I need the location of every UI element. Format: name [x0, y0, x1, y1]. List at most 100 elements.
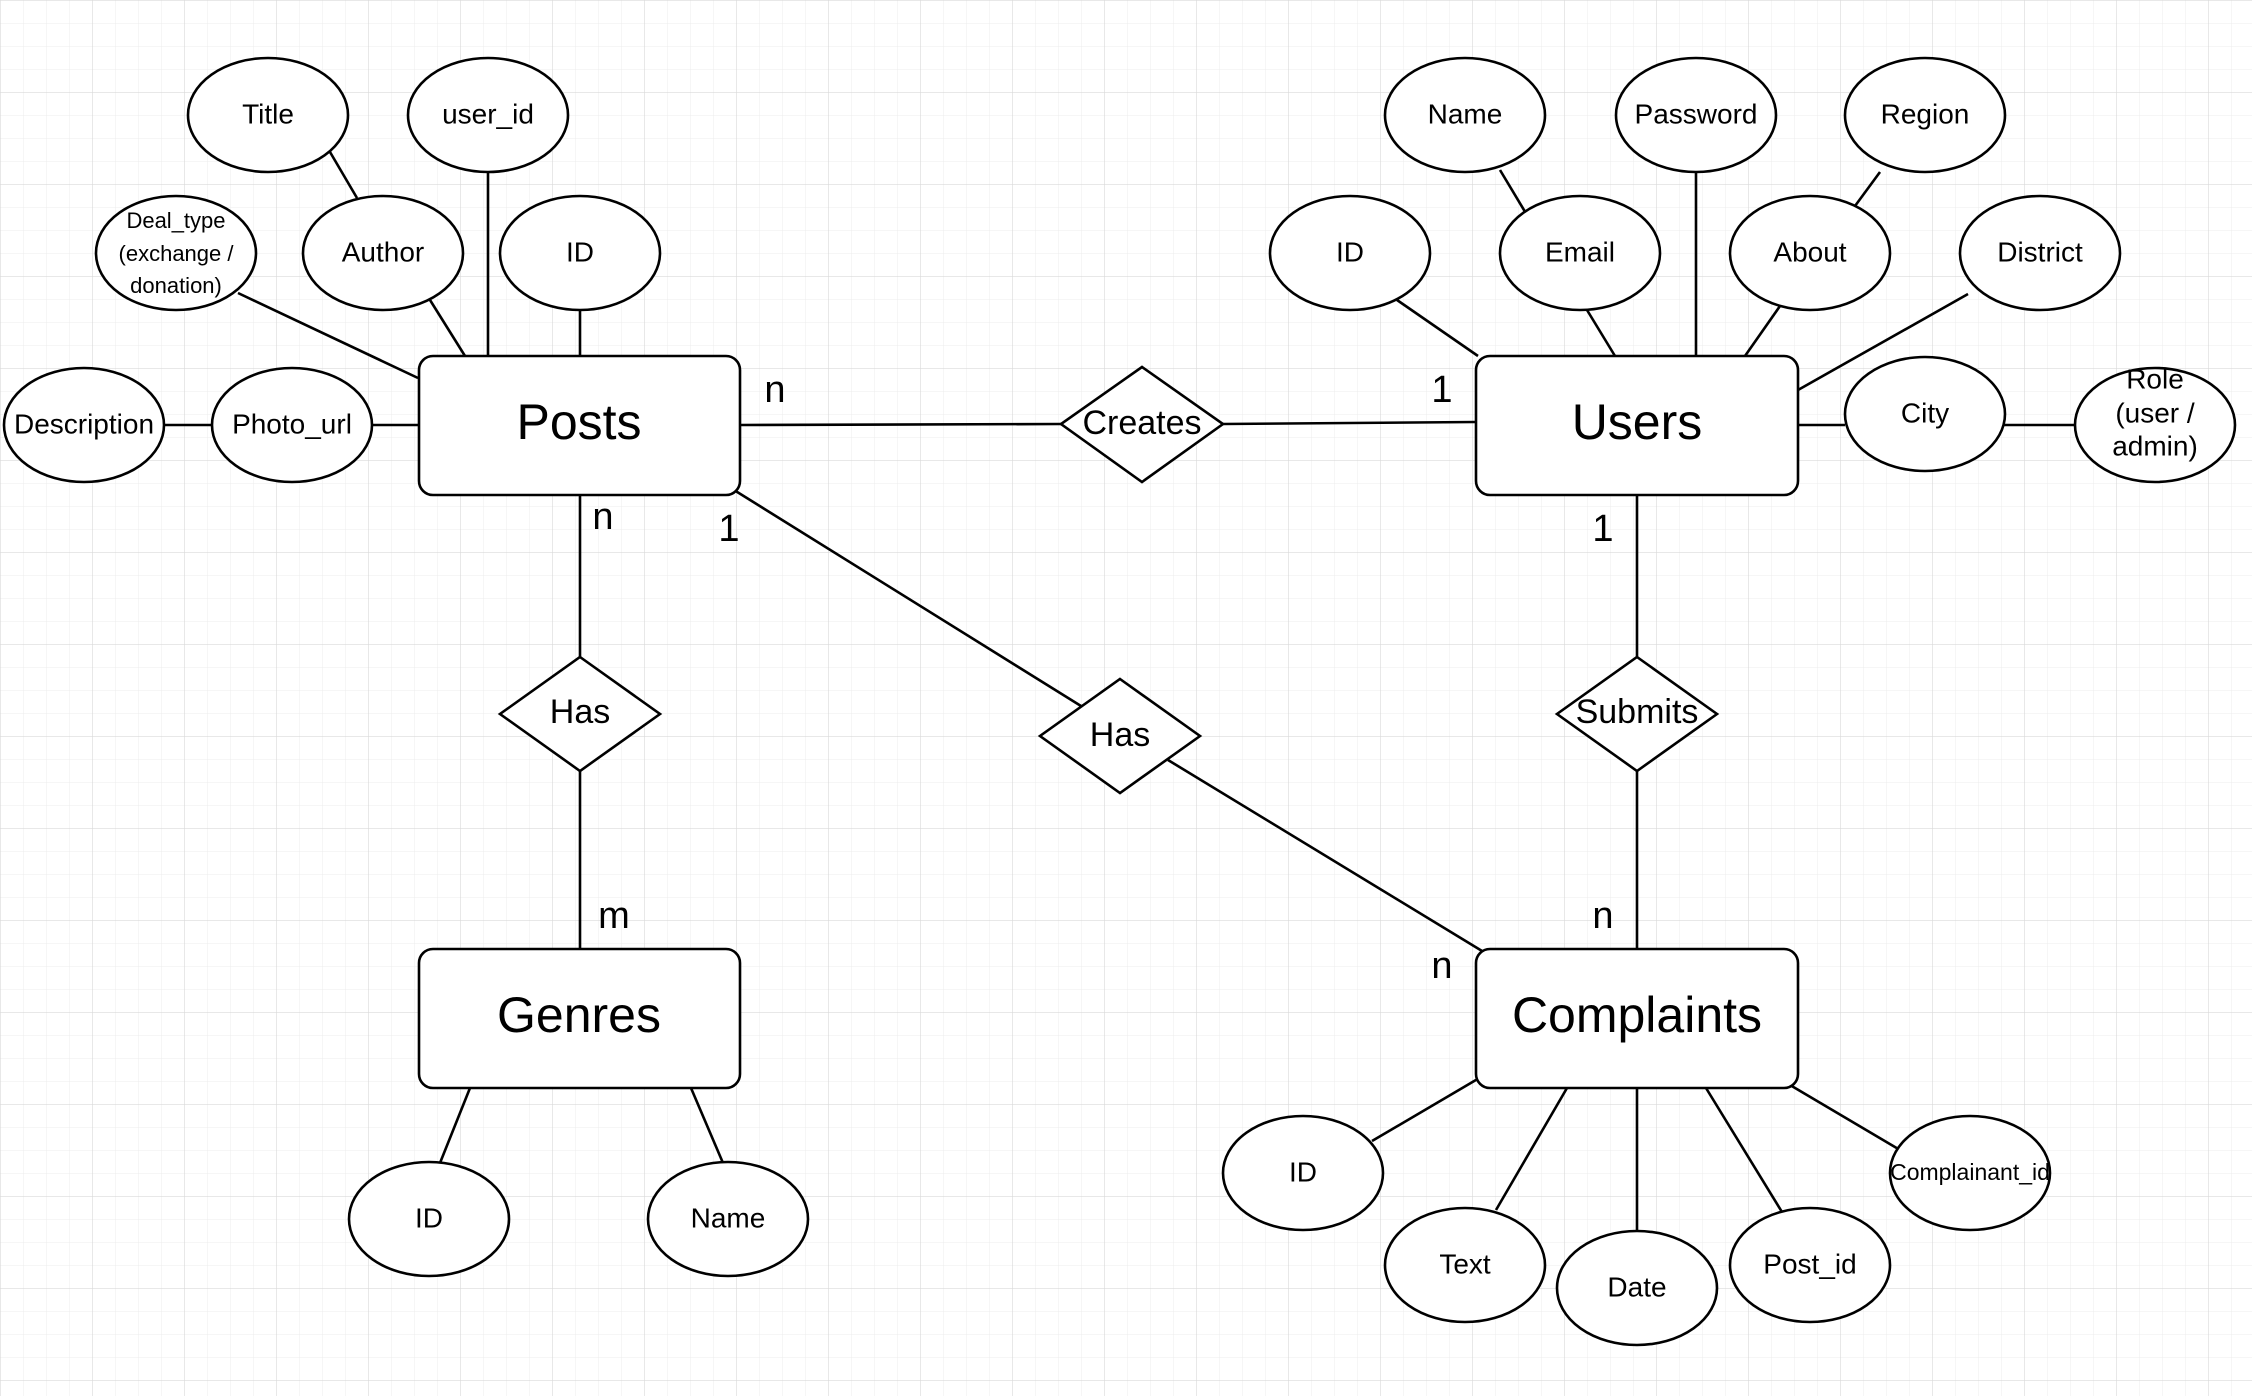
attr-users-email-label: Email: [1545, 236, 1615, 267]
attr-posts-dealtype-ellipse: [94, 194, 258, 312]
relationship-has-genres[interactable]: Has: [497, 655, 663, 773]
attr-complaints-id-ellipse: [1221, 1114, 1385, 1232]
entity-genres-box: [417, 947, 742, 1090]
attr-genres-id-label: ID: [415, 1202, 443, 1233]
entity-complaints[interactable]: Complaints: [1474, 947, 1800, 1090]
attr-complaints-text[interactable]: Text: [1383, 1206, 1547, 1324]
attr-users-region-ellipse: [1843, 56, 2007, 174]
cardinality-genres-has-posts: m: [598, 895, 630, 937]
attr-posts-photourl-ellipse: [210, 366, 374, 484]
relationship-has-genres-diamond: [497, 655, 663, 773]
edge-dealtype-posts: [237, 291, 419, 380]
attr-users-city-label: City: [1901, 397, 1949, 428]
attr-genres-name[interactable]: Name: [646, 1160, 810, 1278]
attr-posts-author-ellipse: [301, 194, 465, 312]
attr-posts-description[interactable]: Description: [2, 366, 166, 484]
edge-genres-name: [689, 1087, 725, 1164]
relationship-has-complaints-label: Has: [1090, 716, 1150, 754]
attr-posts-title[interactable]: Title: [186, 56, 350, 174]
edge-has-complaints: [1167, 758, 1488, 956]
edge-complaints-complainant: [1789, 1083, 1901, 1152]
attr-complaints-date-ellipse: [1555, 1229, 1719, 1347]
attr-users-about[interactable]: About: [1728, 194, 1892, 312]
attr-users-role-line1: Role: [2126, 363, 2184, 394]
attr-posts-photourl-label: Photo_url: [232, 408, 352, 439]
attr-users-role-line3: admin): [2112, 430, 2198, 461]
attr-posts-dealtype-line1: Deal_type: [126, 208, 225, 233]
attr-posts-description-label: Description: [14, 408, 154, 439]
attr-complaints-date[interactable]: Date: [1555, 1229, 1719, 1347]
edge-posts-has-complaints: [733, 488, 1082, 708]
attr-posts-id-ellipse: [498, 194, 662, 312]
edge-complaints-id: [1371, 1075, 1482, 1143]
attr-posts-id-label: ID: [566, 236, 594, 267]
attr-users-region[interactable]: Region: [1843, 56, 2007, 174]
attr-users-about-label: About: [1773, 236, 1846, 267]
cardinality-labels: n 1 n m 1 n 1 n: [592, 369, 1613, 987]
attr-complaints-text-ellipse: [1383, 1206, 1547, 1324]
attr-posts-author[interactable]: Author: [301, 194, 465, 312]
attr-users-role[interactable]: Role (user / admin): [2073, 363, 2237, 484]
relationship-has-genres-label: Has: [550, 693, 610, 731]
entity-genres-label: Genres: [497, 987, 661, 1043]
attr-users-email-ellipse: [1498, 194, 1662, 312]
relationship-has-complaints[interactable]: Has: [1037, 677, 1203, 795]
entity-users-label: Users: [1572, 394, 1703, 450]
cardinality-complaints-has-posts: n: [1431, 945, 1452, 987]
attr-users-district[interactable]: District: [1958, 194, 2122, 312]
attr-genres-id[interactable]: ID: [347, 1160, 511, 1278]
attr-users-name[interactable]: Name: [1383, 56, 1547, 174]
edge-region-about: [1853, 171, 1882, 207]
attr-posts-id[interactable]: ID: [498, 194, 662, 312]
relationship-creates-label: Creates: [1082, 404, 1201, 442]
attr-users-name-label: Name: [1428, 98, 1503, 129]
attr-posts-photourl[interactable]: Photo_url: [210, 366, 374, 484]
cardinality-posts-has-genres: n: [592, 496, 613, 538]
attr-posts-title-ellipse: [186, 56, 350, 174]
attr-complaints-postid-ellipse: [1728, 1206, 1892, 1324]
cardinality-users-submits: 1: [1592, 508, 1613, 550]
relationship-creates[interactable]: Creates: [1058, 365, 1226, 484]
entity-posts[interactable]: Posts: [417, 354, 742, 497]
edge-creates-users: [1222, 420, 1477, 426]
relationship-submits-label: Submits: [1576, 693, 1699, 731]
relationship-submits[interactable]: Submits: [1554, 655, 1720, 773]
attr-complaints-postid[interactable]: Post_id: [1728, 1206, 1892, 1324]
attr-genres-id-ellipse: [347, 1160, 511, 1278]
attr-users-password[interactable]: Password: [1614, 56, 1778, 174]
attr-users-city[interactable]: City: [1843, 355, 2007, 473]
attr-posts-dealtype[interactable]: Deal_type (exchange / donation): [94, 194, 258, 312]
attr-posts-dealtype-line3: donation): [130, 273, 222, 298]
cardinality-users-creates: 1: [1431, 369, 1452, 411]
attr-genres-name-ellipse: [646, 1160, 810, 1278]
attr-posts-userid[interactable]: user_id: [406, 56, 570, 174]
attr-posts-userid-label: user_id: [442, 98, 534, 129]
cardinality-complaints-submits: n: [1592, 895, 1613, 937]
attr-complaints-postid-label: Post_id: [1763, 1248, 1856, 1279]
attr-users-id[interactable]: ID: [1268, 194, 1432, 312]
edge-name-email: [1498, 169, 1529, 216]
attr-posts-author-label: Author: [342, 236, 425, 267]
edge-posts-creates: [739, 422, 1062, 427]
attr-users-email[interactable]: Email: [1498, 194, 1662, 312]
edge-complaints-postid: [1704, 1087, 1784, 1213]
attr-posts-description-ellipse: [2, 366, 166, 484]
attr-users-password-ellipse: [1614, 56, 1778, 174]
relationship-has-complaints-diamond: [1037, 677, 1203, 795]
attr-users-role-ellipse: [2073, 366, 2237, 484]
attr-complaints-id[interactable]: ID: [1221, 1114, 1385, 1232]
attr-genres-name-label: Name: [691, 1202, 766, 1233]
attr-posts-title-label: Title: [242, 98, 294, 129]
attr-complaints-date-label: Date: [1607, 1271, 1666, 1302]
attr-users-role-line2: (user /: [2115, 397, 2195, 428]
cardinality-posts-creates: n: [764, 369, 785, 411]
attr-users-district-ellipse: [1958, 194, 2122, 312]
edge-district-users: [1797, 292, 1969, 392]
attr-users-region-label: Region: [1881, 98, 1970, 129]
cardinality-posts-has-complaints: 1: [718, 508, 739, 550]
entity-users[interactable]: Users: [1474, 354, 1800, 497]
edge-author-posts: [428, 299, 467, 357]
entity-genres[interactable]: Genres: [417, 947, 742, 1090]
attr-complaints-complainantid[interactable]: Complainant_id: [1888, 1114, 2052, 1232]
attr-users-city-ellipse: [1843, 355, 2007, 473]
